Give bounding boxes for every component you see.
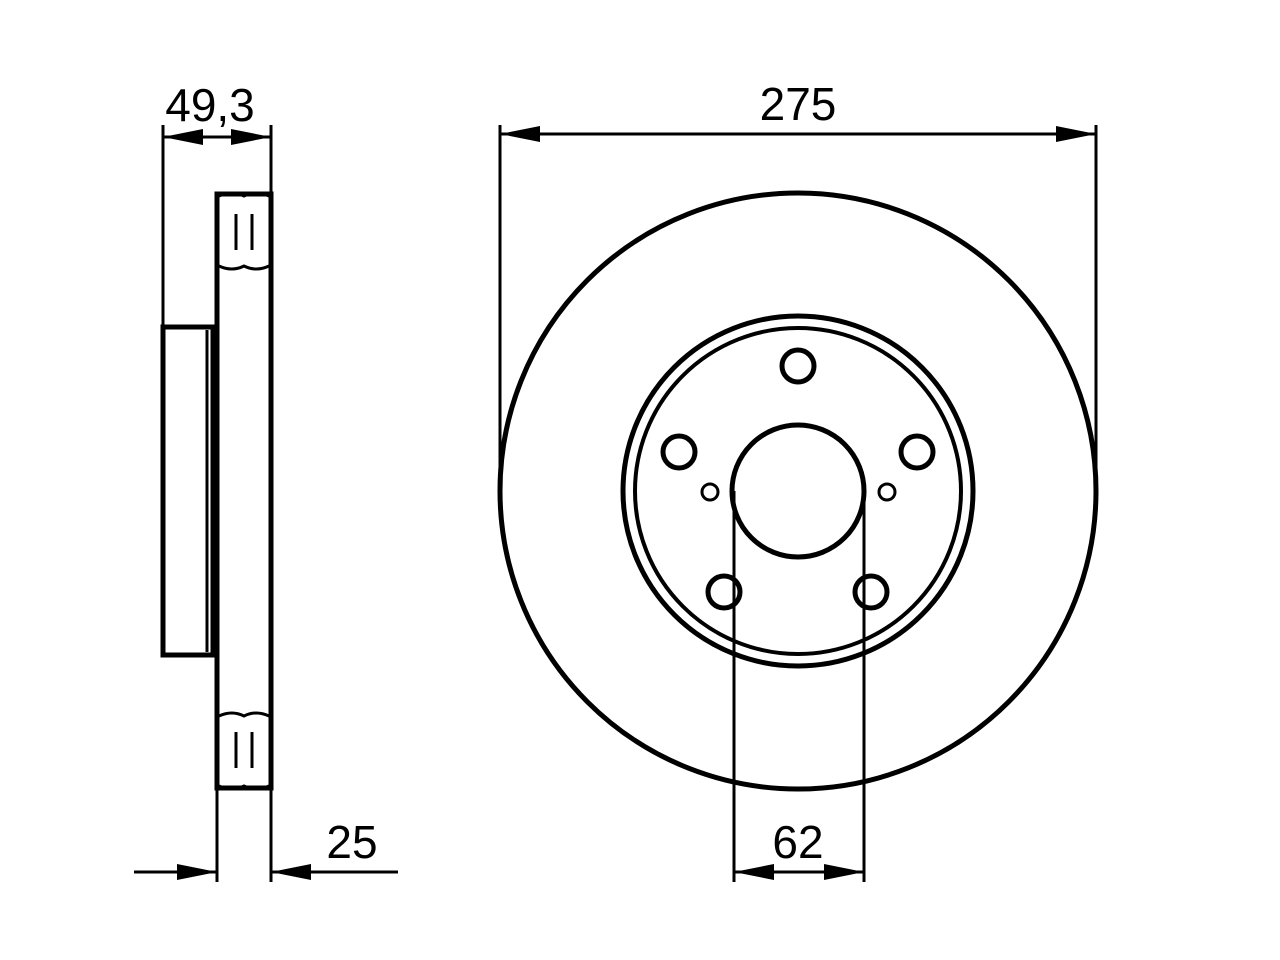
front-view: 275 62 <box>497 78 1099 882</box>
outer-disc-edge <box>497 190 1099 792</box>
top-vent-detail <box>218 191 270 271</box>
hub-side-profile <box>160 324 216 658</box>
hub-inner-ring <box>633 326 963 656</box>
center-bore-dimension: 62 <box>732 491 866 882</box>
disc-thickness-dimension: 25 <box>134 788 398 882</box>
bolt-hole-upper-left <box>660 433 698 471</box>
disc-side-profile <box>214 191 274 791</box>
bolt-hole-lower-right <box>852 573 890 611</box>
hub-outer-ring <box>620 313 976 669</box>
locating-hole-left <box>700 482 720 502</box>
side-view: 49,3 25 <box>134 79 398 882</box>
bolt-hole-lower-left <box>705 573 743 611</box>
bolt-hole-top <box>779 347 817 385</box>
center-bore <box>729 422 867 560</box>
outer-diameter-label: 275 <box>760 78 837 130</box>
outer-diameter-dimension: 275 <box>498 78 1098 491</box>
bolt-hole-upper-right <box>898 433 936 471</box>
disc-thickness-label: 25 <box>326 816 377 868</box>
overall-thickness-dimension: 49,3 <box>161 79 273 327</box>
center-bore-label: 62 <box>772 816 823 868</box>
locating-hole-right <box>877 482 897 502</box>
overall-thickness-label: 49,3 <box>165 79 255 131</box>
bottom-vent-detail <box>218 711 270 791</box>
